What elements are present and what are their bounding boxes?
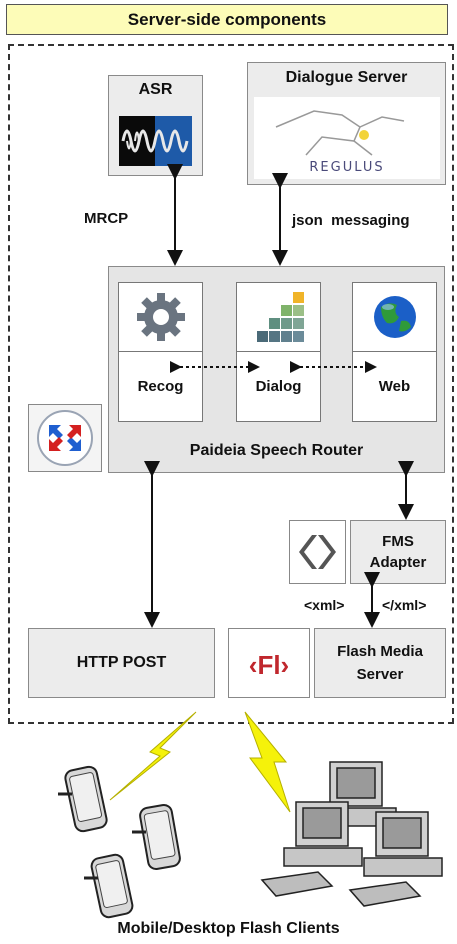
recog-module: Recog	[118, 282, 203, 422]
speech-router-label: Paideia Speech Router	[189, 442, 364, 459]
http-post-box: HTTP POST	[28, 628, 215, 698]
regulus-logo-text: REGULUS	[309, 160, 384, 175]
lightning-bolt-left	[109, 711, 197, 801]
globe-icon	[353, 283, 436, 352]
code-brackets-icon	[289, 520, 346, 584]
lightning-bolt-right	[244, 711, 291, 813]
blocks-icon	[237, 283, 320, 352]
asr-box: ASR	[108, 75, 203, 176]
fms-adapter-label-line2: Adapter	[369, 554, 427, 571]
server-boundary	[8, 44, 454, 724]
json-messaging-label: json messaging	[292, 212, 410, 229]
diagram-title: Server-side components	[6, 4, 448, 35]
dialogue-server-box: Dialogue Server REGULUS	[247, 62, 446, 185]
dialogue-server-label: Dialogue Server	[285, 69, 408, 86]
mrcp-label: MRCP	[84, 210, 129, 227]
desktop-computer-2	[260, 801, 363, 897]
dialog-label: Dialog	[255, 377, 302, 395]
gear-icon	[119, 283, 202, 352]
flash-media-server-label-line2: Server	[356, 666, 404, 683]
web-module: Web	[352, 282, 437, 422]
fms-adapter-label-line1: FMS	[382, 533, 414, 550]
regulus-logo: REGULUS	[254, 97, 440, 179]
recog-label: Recog	[137, 377, 184, 395]
flash-logo-text: ‹Fl›	[249, 650, 289, 680]
xml-close-label: </xml>	[382, 597, 427, 613]
flash-media-server-box: Flash Media Server	[314, 628, 446, 698]
web-label: Web	[378, 377, 411, 395]
waveform-icon	[119, 116, 192, 166]
desktop-computer-3	[348, 811, 443, 907]
flash-logo: ‹Fl›	[228, 628, 310, 698]
router-icon	[28, 404, 102, 472]
xml-open-label: <xml>	[304, 597, 345, 613]
dialog-module: Dialog	[236, 282, 321, 422]
clients-label: Mobile/Desktop Flash Clients	[117, 920, 340, 937]
flash-media-server-label-line1: Flash Media	[337, 643, 423, 660]
asr-label: ASR	[138, 81, 173, 98]
